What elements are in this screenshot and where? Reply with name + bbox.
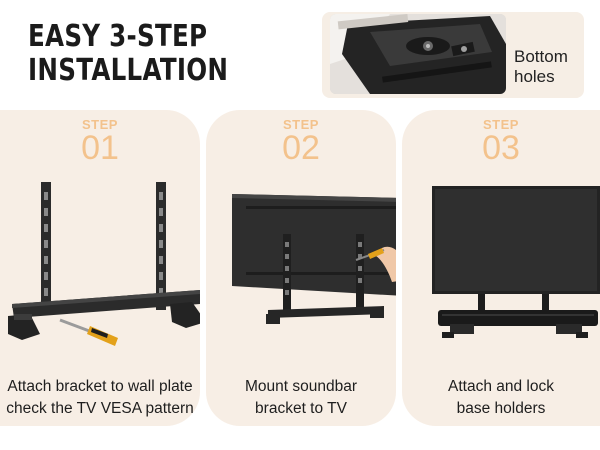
step-1-caption-line-1: Attach bracket to wall plate [7,378,193,395]
bracket-bottom-photo [330,14,506,94]
page-title: EASY 3-STEP INSTALLATION [28,20,228,88]
step-1-caption-line-2: check the TV VESA pattern [6,400,194,417]
step-2-caption-line-2: bracket to TV [255,400,347,417]
step-3-caption-line-1: Attach and lock [448,378,554,395]
step-2-panel: STEP 02 Mount soundbar bracket to TV [206,110,396,426]
soundbar-icon [432,186,600,338]
step-3-caption-line-2: base holders [456,400,546,417]
tv-icon [232,194,396,324]
step-1-caption: Attach bracket to wall plate check the T… [0,376,200,420]
step-3-panel: STEP 03 Attach and lock base holders [402,110,600,426]
bottom-holes-label: Bottom holes [514,47,568,87]
step-3-number: 03 [482,129,520,167]
inset-label-line-2: holes [514,67,555,86]
step-2-caption-line-1: Mount soundbar [244,378,358,395]
hand-icon [355,246,396,282]
step-3-word: STEP [483,117,519,132]
step-3-caption: Attach and lock base holders [402,376,600,420]
step-1-word: STEP [82,117,118,132]
step-2-caption: Mount soundbar bracket to TV [206,376,396,420]
step-2-word: STEP [283,117,319,132]
step-2-number: 02 [282,129,320,167]
bracket-bottom-icon [330,14,506,94]
title-line-2: INSTALLATION [28,53,229,88]
inset-label-line-1: Bottom [514,47,568,66]
screwdriver-icon [59,318,118,346]
bracket-icon [8,182,200,346]
step-1-number: 01 [81,129,119,167]
step-1-panel: STEP 01 Attach bracket to wall plate che… [0,110,200,426]
title-line-1: EASY 3-STEP [28,19,208,54]
